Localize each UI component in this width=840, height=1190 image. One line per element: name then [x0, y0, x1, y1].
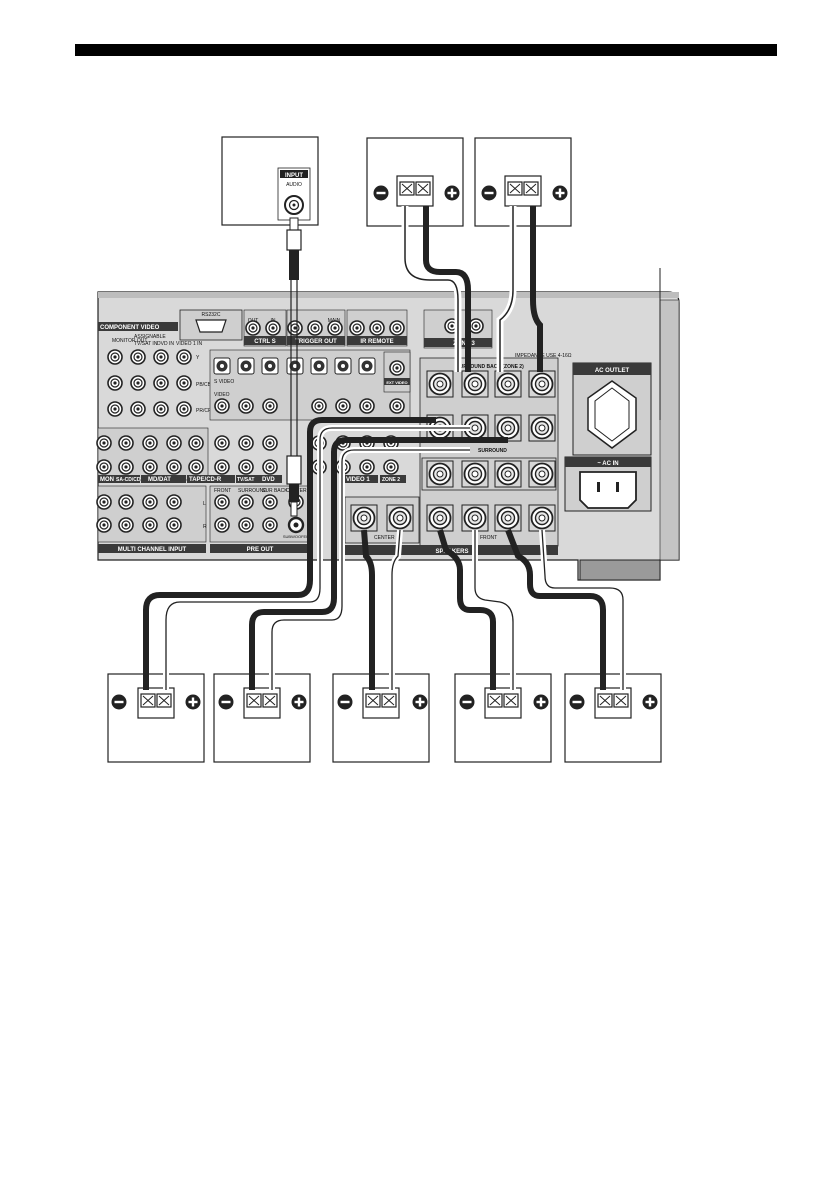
surround-back-label: SURROUND BACK (ZONE 2) — [456, 364, 524, 370]
pre-out-label: PRE OUT — [247, 547, 274, 553]
preout-surback-label: SUR BACK — [262, 488, 288, 494]
s-video-label: S VIDEO — [214, 379, 234, 385]
rca-plug-icon — [286, 229, 302, 251]
surround-back-speaker-l — [474, 137, 572, 227]
ac-inlet-icon — [579, 471, 637, 509]
surround-back-cables — [401, 206, 543, 372]
video1-label: VIDEO 1 — [346, 477, 370, 483]
tv-sat-label: TV/SAT — [237, 477, 254, 483]
subwoofer-unit: INPUT AUDIO — [221, 136, 319, 226]
ext-video-label: EXT VIDEO — [386, 380, 407, 385]
impedance-label: IMPEDANCE USE 4-16Ω — [515, 353, 572, 359]
rs232c-label: RS232C — [202, 312, 221, 318]
surround-back-speaker-r — [366, 137, 464, 227]
video-label: VIDEO — [214, 392, 230, 398]
ir-remote-label: IR REMOTE — [360, 339, 393, 345]
subwoofer-input-label: INPUT — [285, 173, 303, 179]
pr-label: PR/CR — [196, 408, 212, 414]
receiver-rear-panel: AC OUTLET ~ AC IN COMPONENT VIDEO RS232C… — [96, 268, 680, 581]
zone3-label: ZONE 3 — [453, 341, 475, 347]
front-label: FRONT — [480, 535, 497, 541]
monitor-out-label: MONITOR OUT — [112, 338, 147, 344]
speaker-cables — [143, 417, 626, 690]
trigger-out-label: TRIGGER OUT — [295, 339, 337, 345]
assignable-label: ASSIGNABLE — [134, 334, 166, 340]
preout-surround-label: SURROUND — [238, 488, 267, 494]
video1-in-label: VIDEO 1 IN — [176, 341, 203, 347]
surround-label: SURROUND — [478, 448, 507, 454]
mono-label: MONO — [100, 477, 119, 483]
speaker-surround-l — [107, 673, 205, 763]
speaker-center — [332, 673, 430, 763]
dvd-in-label: DVD IN — [157, 341, 174, 347]
subwoofer-jack-label: SUBWOOFER — [283, 534, 309, 539]
rs232c-port-icon — [195, 319, 227, 333]
preout-front-label: FRONT — [214, 488, 231, 494]
preout-r-label: R — [203, 524, 207, 530]
speaker-surround-r — [213, 673, 311, 763]
preout-l-label: L — [203, 501, 206, 507]
sacd-label: SA-CD/CD — [116, 477, 141, 483]
zone2-label: ZONE 2 — [382, 477, 400, 483]
dvd-label: DVD — [262, 477, 275, 483]
y-label: Y — [196, 355, 200, 361]
ac-in-label: ~ AC IN — [597, 461, 618, 467]
page-header-rule — [75, 44, 777, 56]
speaker-front-r — [454, 673, 552, 763]
tv-sat-in-label: TV/SAT IN — [134, 341, 158, 347]
subwoofer-audio-label: AUDIO — [286, 182, 302, 188]
pb-label: PB/CB — [196, 382, 212, 388]
component-video-label: COMPONENT VIDEO — [100, 325, 160, 331]
multi-channel-input-label: MULTI CHANNEL INPUT — [118, 547, 187, 553]
subwoofer-cable — [286, 217, 302, 517]
md-dat-label: MD/DAT — [148, 477, 171, 483]
speaker-front-l — [564, 673, 662, 763]
ac-outlet-label: AC OUTLET — [595, 368, 630, 374]
ctrl-s-label: CTRL S — [254, 339, 276, 345]
tape-cdr-label: TAPE/CD-R — [189, 477, 222, 483]
center-label: CENTER — [374, 535, 395, 541]
